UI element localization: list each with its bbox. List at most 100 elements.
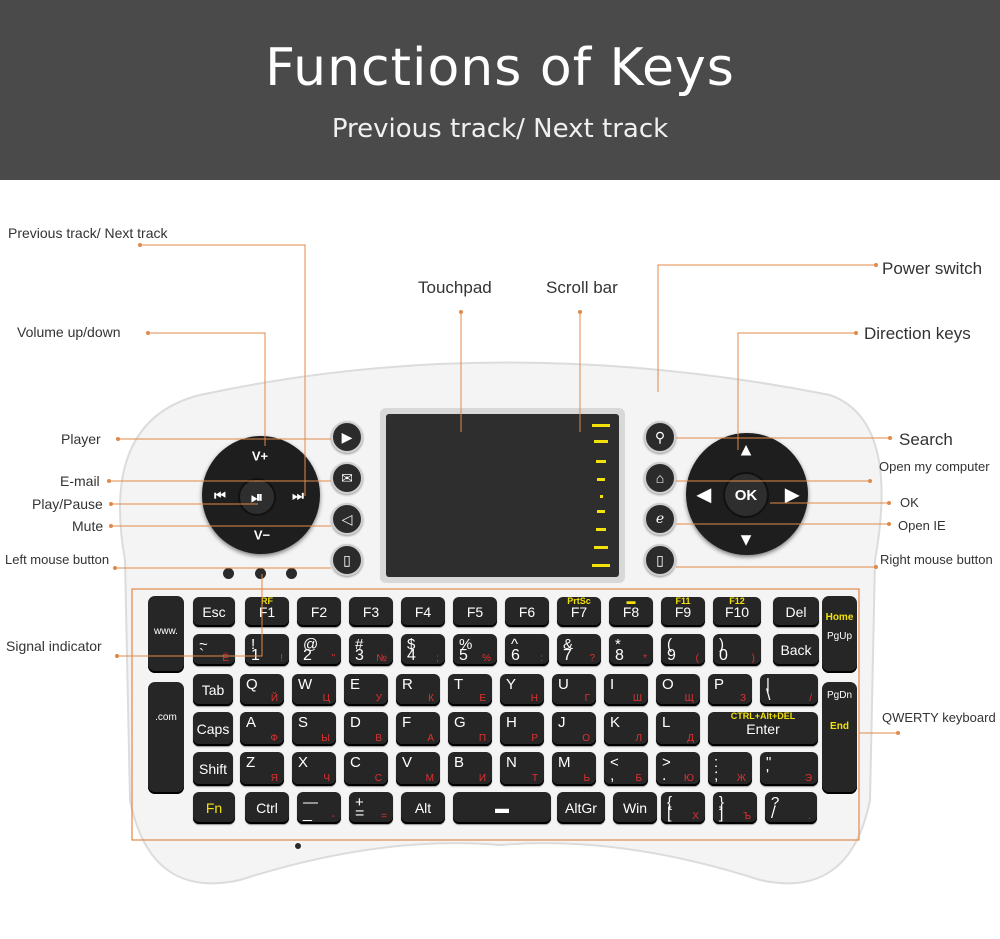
key[interactable]: Del (773, 597, 819, 627)
key[interactable]: Fn (193, 792, 235, 824)
left-mouse-button[interactable]: ▯ (331, 544, 363, 576)
mute-button[interactable]: ◁ (331, 503, 363, 535)
key[interactable]: F4 (401, 597, 445, 627)
key[interactable]: "'Э (760, 752, 818, 786)
key[interactable]: (9( (661, 634, 705, 666)
touchpad[interactable] (380, 408, 625, 583)
key[interactable]: Ctrl (245, 792, 289, 824)
arrow-up-icon[interactable]: ▲ (737, 439, 755, 460)
pgdn-end-key[interactable]: PgDn End (822, 682, 857, 794)
key[interactable]: ▬ (453, 792, 551, 824)
key[interactable]: Caps (193, 712, 233, 746)
key[interactable]: Shift (193, 752, 233, 786)
key[interactable]: —_- (297, 792, 341, 824)
body-dot (295, 843, 301, 849)
key[interactable]: +== (349, 792, 393, 824)
open-ie-button[interactable]: e (644, 503, 676, 535)
key[interactable]: |\/ (760, 674, 818, 706)
www-key[interactable]: www. (148, 596, 184, 673)
my-computer-button[interactable]: ⌂ (644, 462, 676, 494)
key[interactable]: F8▬ (609, 596, 653, 627)
key[interactable]: Tab (193, 674, 233, 706)
key[interactable]: Esc (193, 597, 235, 627)
key[interactable]: ^6: (505, 634, 549, 666)
key[interactable]: F3 (349, 597, 393, 627)
key[interactable]: %5% (453, 634, 497, 666)
key[interactable]: F5 (453, 597, 497, 627)
key-tl-label: * (615, 636, 621, 653)
key[interactable]: Win (613, 792, 657, 824)
key-red-label: " (331, 653, 335, 664)
key[interactable]: AltGr (557, 792, 605, 824)
key[interactable]: <,Б (604, 752, 648, 786)
play-pause-button[interactable]: ⏯ (238, 478, 276, 516)
ok-button[interactable]: OK (723, 472, 769, 518)
key[interactable]: :;Ж (708, 752, 752, 786)
right-mouse-button[interactable]: ▯ (644, 544, 676, 576)
volume-up-button[interactable]: V+ (251, 448, 269, 464)
key[interactable]: ~`Ё (193, 634, 235, 666)
key[interactable]: Alt (401, 792, 445, 824)
arrow-left-icon[interactable]: ◀ (697, 484, 711, 505)
key[interactable]: {[Х (661, 792, 705, 824)
key[interactable]: !1! (245, 634, 289, 666)
key[interactable]: *8* (609, 634, 653, 666)
touchpad-surface[interactable] (386, 414, 619, 577)
key[interactable]: Back (773, 634, 819, 666)
volume-down-button[interactable]: V− (253, 527, 271, 543)
previous-track-button[interactable]: ⏮ (214, 488, 226, 503)
next-track-button[interactable]: ⏭ (292, 488, 304, 503)
email-button[interactable]: ✉ (331, 462, 363, 494)
key[interactable]: &7? (557, 634, 601, 666)
key[interactable]: )0) (713, 634, 761, 666)
key[interactable]: F2 (297, 597, 341, 627)
home-pgup-key[interactable]: Home PgUp (822, 596, 857, 673)
arrow-down-icon[interactable]: ▼ (737, 529, 755, 550)
key[interactable]: ?/. (765, 792, 817, 824)
key[interactable]: $4; (401, 634, 445, 666)
key[interactable]: }]Ъ (713, 792, 757, 824)
key[interactable]: >.Ю (656, 752, 700, 786)
key-tl-label: % (459, 636, 473, 653)
search-button[interactable]: ⚲ (644, 421, 676, 453)
com-key[interactable]: .com (148, 682, 184, 794)
player-button[interactable]: ▶ (331, 421, 363, 453)
arrow-right-icon[interactable]: ▶ (785, 484, 799, 505)
scroll-bar-mark (596, 528, 606, 531)
key-main-label: F3 (362, 604, 380, 620)
key[interactable]: @2" (297, 634, 341, 666)
key[interactable]: F6 (505, 597, 549, 627)
